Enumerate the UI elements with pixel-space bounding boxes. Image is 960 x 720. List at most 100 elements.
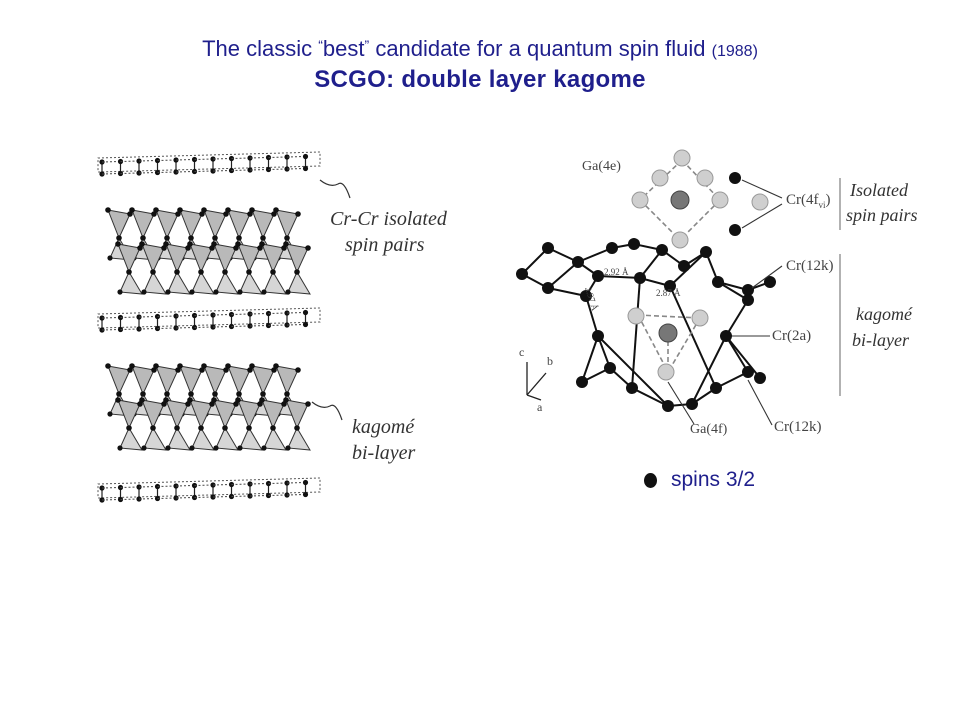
cr-atom [107, 411, 113, 417]
tetrahedron [117, 243, 141, 274]
cr-atom [201, 363, 207, 369]
chain-link [157, 497, 177, 499]
cr-atom [198, 425, 204, 431]
chain-link [249, 313, 269, 315]
cr-atom [117, 289, 123, 295]
cr-atom [700, 246, 712, 258]
tetrahedron [165, 399, 189, 430]
axis-b-label: b [547, 354, 553, 368]
tetrahedron [287, 426, 311, 451]
ga-atom [691, 309, 709, 327]
chain-link [101, 487, 121, 489]
tetrahedron [285, 243, 309, 274]
cr-atom [302, 165, 309, 172]
chain-link [157, 159, 177, 161]
tetrahedron [143, 270, 167, 295]
spin-pair-slab [97, 151, 321, 177]
chain-link [157, 327, 177, 329]
cr-atom [211, 397, 217, 403]
cr-atom [592, 330, 604, 342]
cr-atom [129, 207, 135, 213]
title-pre: The classic [202, 36, 313, 61]
tetrahedron [189, 399, 213, 430]
chain-link [268, 482, 288, 484]
cr-atom [222, 425, 228, 431]
chain-link [120, 498, 140, 500]
tetrahedron [119, 270, 143, 295]
tetrahedron [191, 426, 215, 451]
tetrahedron [215, 426, 239, 451]
tetrahedron [131, 209, 155, 240]
cr-atom [139, 241, 145, 247]
tetrahedron [107, 209, 131, 240]
cr-atom [259, 241, 265, 247]
cr-atom [225, 207, 231, 213]
cr-atom [626, 382, 638, 394]
ga-bond [667, 317, 701, 373]
cr-atom [604, 362, 616, 374]
cr-atom [295, 367, 301, 373]
ga-atom [751, 193, 769, 211]
cr-bond [581, 335, 599, 383]
chain-link [268, 156, 288, 158]
tetrahedron [261, 399, 285, 430]
cr-atom [283, 397, 289, 403]
cr-atom [764, 276, 776, 288]
axis-b-arrow [526, 372, 547, 396]
tetrahedron [251, 209, 275, 240]
kagome-bilayer [105, 363, 311, 451]
label-kagome-2: bi-layer [352, 442, 416, 464]
cr-atom [302, 491, 309, 498]
chain-link [194, 326, 214, 328]
right-labels: Ga(4e) Cr(4fvi) Isolated spin pairs Cr(1… [519, 159, 918, 437]
cr-atom [710, 382, 722, 394]
cr-atom [174, 425, 180, 431]
spin-pair-slab [97, 477, 321, 503]
chain-link [194, 314, 214, 316]
label-ga4f: Ga(4f) [690, 422, 728, 437]
label-isolated-2: spin pairs [846, 205, 918, 225]
label-kagome-1: kagomé [352, 416, 415, 438]
cr-atom [235, 397, 241, 403]
cr-bond [597, 335, 669, 407]
cr-bond [547, 287, 587, 297]
cr-atom [516, 268, 528, 280]
cr-bond [597, 275, 641, 279]
cr-atom [115, 241, 121, 247]
left-structure-figure [97, 151, 321, 503]
axis-a-arrow [526, 394, 542, 401]
cr-atom [294, 425, 300, 431]
tetrahedron [213, 243, 237, 274]
chain-link [249, 495, 269, 497]
cr-atom [213, 445, 219, 451]
label-isolated-1: Isolated [849, 180, 909, 200]
chain-link [231, 169, 251, 171]
cr-atom [189, 445, 195, 451]
cr-atom [542, 282, 554, 294]
right-structure-figure [516, 149, 783, 426]
tetrahedron [191, 270, 215, 295]
cr-atom [177, 207, 183, 213]
label-arrow [751, 265, 783, 289]
cr-bond [631, 387, 669, 407]
cr-atom [236, 391, 242, 397]
cr-atom [163, 241, 169, 247]
title-line: The classic “best” candidate for a quant… [0, 36, 960, 62]
chain-link [194, 170, 214, 172]
chain-link [157, 485, 177, 487]
tetrahedron [179, 365, 203, 396]
ga-atom [696, 169, 714, 187]
chain-link [175, 327, 195, 329]
cr-atom [107, 255, 113, 261]
chain-link [286, 156, 306, 158]
cr-atom [656, 244, 668, 256]
axis-c-label: c [519, 345, 524, 359]
chain-link [268, 324, 288, 326]
label-ga4e: Ga(4e) [582, 159, 621, 174]
cr-atom [592, 270, 604, 282]
cr-bond [521, 247, 549, 275]
chain-link [286, 168, 306, 170]
cr-atom [225, 363, 231, 369]
chain-link [231, 325, 251, 327]
chain-link [101, 161, 121, 163]
